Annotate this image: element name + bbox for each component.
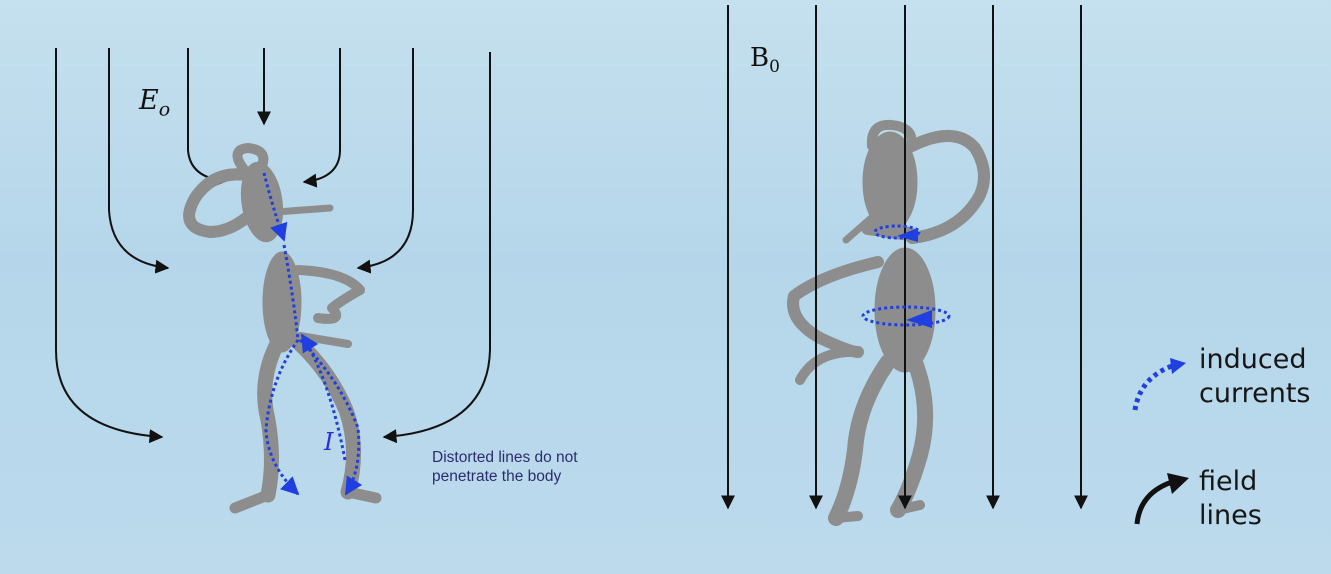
electric-field-label: Eo <box>139 85 170 120</box>
magnetic-field-symbol: B <box>750 43 769 73</box>
legend-induced-currents: induced currents <box>1199 343 1329 411</box>
e-field-line <box>384 52 490 437</box>
induced-current-icon <box>1135 358 1186 410</box>
e-field-line <box>109 48 168 268</box>
electric-field-subscript: o <box>159 98 170 120</box>
electric-field-symbol: E <box>139 85 159 116</box>
magnetic-field-lines <box>728 5 1081 508</box>
legend-field-lines: field lines <box>1199 465 1299 533</box>
e-field-line <box>188 48 226 181</box>
e-field-line <box>304 48 340 182</box>
field-line-icon <box>1137 473 1189 524</box>
left-body-figure <box>189 148 376 508</box>
right-body-figure <box>793 125 984 518</box>
magnetic-field-label: B0 <box>750 43 780 77</box>
magnetic-field-subscript: 0 <box>769 57 780 77</box>
distorted-lines-note: Distorted lines do not penetrate the bod… <box>432 448 642 486</box>
current-label: I <box>324 428 333 456</box>
e-field-line <box>358 48 413 268</box>
